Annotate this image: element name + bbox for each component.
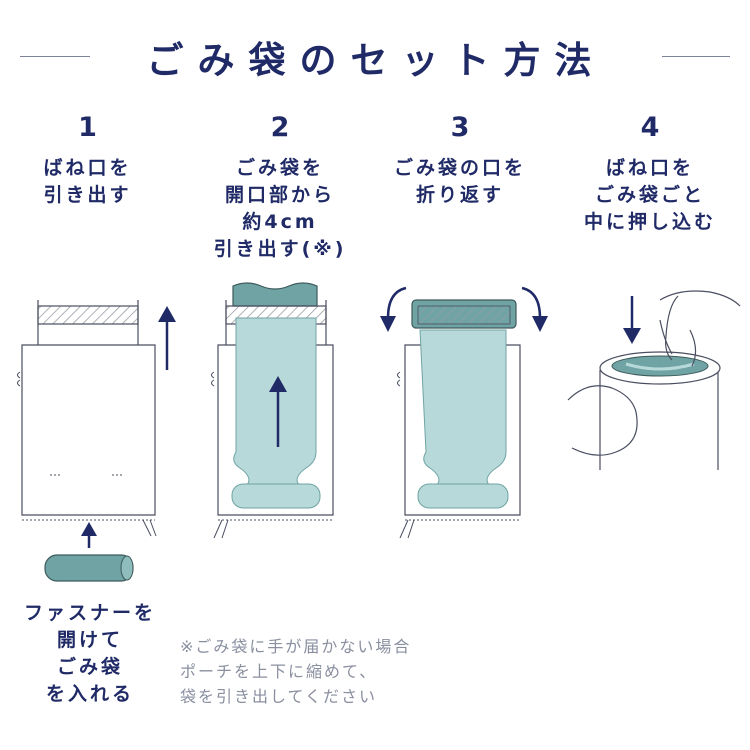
step-3-text: ごみ袋の口を 折り返す bbox=[393, 157, 526, 206]
step-1-illustration bbox=[17, 300, 176, 582]
up-arrow-icon bbox=[269, 376, 287, 447]
step-1-number: 1 bbox=[78, 112, 97, 143]
hand-drawing bbox=[567, 290, 741, 456]
up-arrow-icon bbox=[158, 306, 176, 370]
step-3-number: 3 bbox=[450, 112, 470, 143]
zipper-instruction: ファスナーを 開けて ごみ袋 を入れる bbox=[23, 602, 156, 705]
title-rule-left bbox=[20, 56, 90, 57]
step-4-text: ばね口を ごみ袋ごと 中に押し込む bbox=[583, 157, 716, 233]
fold-arrow-right-icon bbox=[521, 286, 548, 332]
step-4-illustration bbox=[567, 290, 741, 470]
step-2-number: 2 bbox=[270, 112, 290, 143]
step-3-illustration bbox=[380, 286, 548, 539]
up-arrow-icon bbox=[81, 522, 97, 548]
title-row: ごみ袋のセット方法 bbox=[0, 22, 750, 82]
step-2-illustration bbox=[211, 282, 334, 539]
step-1-text: ばね口を 引き出す bbox=[43, 157, 132, 206]
bag-inside bbox=[233, 317, 317, 487]
page-title: ごみ袋のセット方法 bbox=[146, 39, 606, 82]
footnote: ※ごみ袋に手が届かない場合 ポーチを上下に縮めて、 袋を引き出してください bbox=[180, 637, 412, 706]
bag-top bbox=[232, 282, 318, 307]
spring-mouth bbox=[37, 305, 139, 325]
down-arrow-icon bbox=[623, 296, 641, 344]
fold-arrow-left-icon bbox=[380, 286, 407, 332]
step-4-number: 4 bbox=[640, 112, 660, 143]
rolled-bag bbox=[44, 554, 134, 582]
title-rule-right bbox=[662, 56, 730, 57]
pouch-body bbox=[21, 344, 156, 516]
step-2-text: ごみ袋を 開口部から 約4cm 引き出す(※) bbox=[213, 157, 347, 260]
